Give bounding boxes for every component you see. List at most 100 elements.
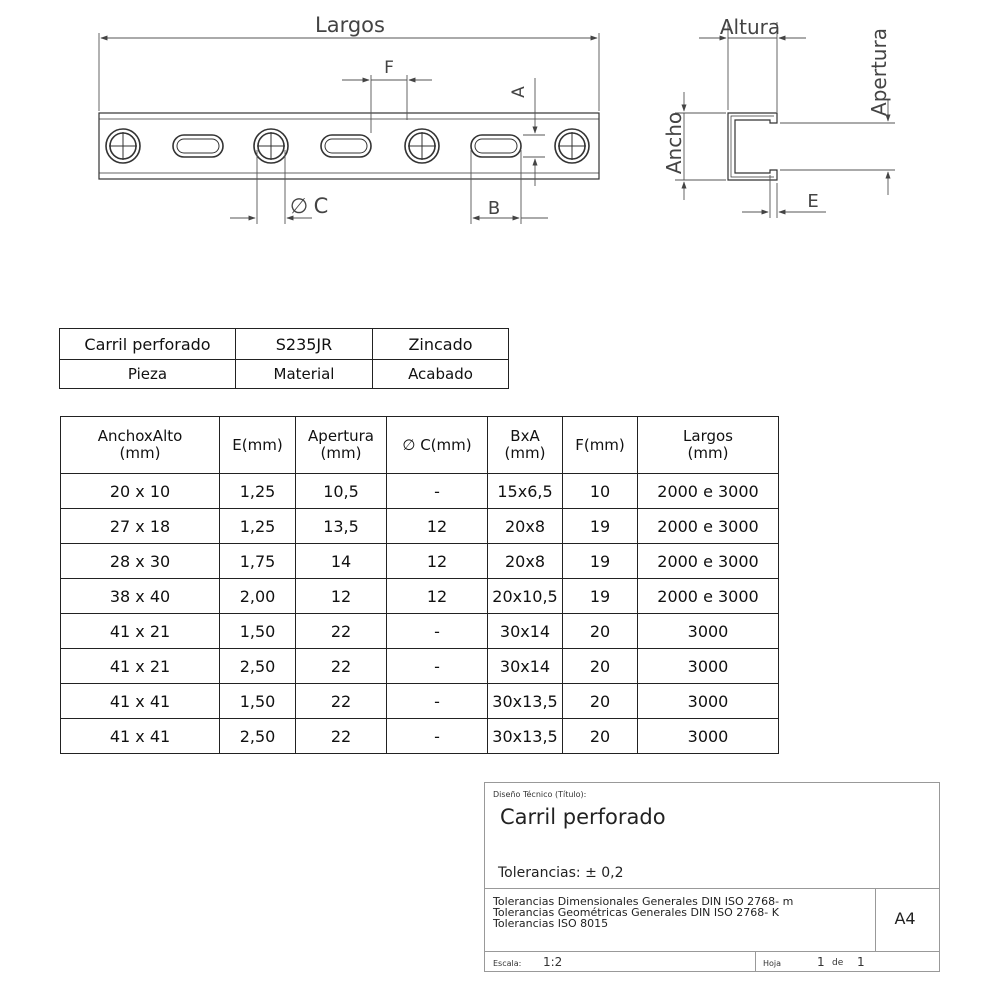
table-row: 41 x 21 2,50 22 - 30x14 20 3000 — [60, 648, 779, 684]
dim-altura: Altura — [720, 15, 780, 39]
piece-info-table: Carril perforado S235JR Zincado Pieza Ma… — [59, 328, 509, 389]
cell-f: 20 — [562, 718, 638, 754]
header-bxa: BxA(mm) — [487, 416, 563, 474]
cell-largos: 2000 e 3000 — [637, 473, 779, 509]
table-row: 38 x 40 2,00 12 12 20x10,5 19 2000 e 300… — [60, 578, 779, 614]
cell-f: 20 — [562, 683, 638, 719]
slot-hole — [172, 134, 224, 158]
front-dimensions — [98, 33, 600, 224]
title-label: Diseño Técnico (Título): — [493, 790, 587, 799]
header-e: E(mm) — [219, 416, 296, 474]
slot-hole — [470, 134, 522, 158]
finish-label: Acabado — [372, 359, 509, 389]
dim-b: B — [488, 198, 500, 219]
cell-anchoxalto: 20 x 10 — [60, 473, 220, 509]
specs-table: AnchoxAlto(mm) E(mm) Apertura(mm) ∅ C(mm… — [60, 416, 779, 754]
cell-apertura: 22 — [295, 648, 387, 684]
cell-largos: 3000 — [637, 613, 779, 649]
dim-e: E — [807, 191, 818, 212]
standard-line: Tolerancias ISO 8015 — [493, 917, 609, 930]
cell-largos: 3000 — [637, 648, 779, 684]
round-hole — [253, 128, 289, 164]
section-dimensions — [675, 22, 895, 218]
cell-anchoxalto: 41 x 41 — [60, 683, 220, 719]
cell-largos: 3000 — [637, 683, 779, 719]
cell-anchoxalto: 41 x 41 — [60, 718, 220, 754]
cell-e: 1,50 — [219, 613, 296, 649]
cell-f: 20 — [562, 613, 638, 649]
piece-label: Pieza — [59, 359, 236, 389]
header-anchoxalto: AnchoxAlto(mm) — [60, 416, 220, 474]
cell-e: 2,50 — [219, 718, 296, 754]
standard-line: Tolerancias Geométricas Generales DIN IS… — [493, 906, 779, 919]
cell-largos: 2000 e 3000 — [637, 508, 779, 544]
cell-f: 19 — [562, 508, 638, 544]
dim-f: F — [384, 58, 394, 78]
dim-ancho: Ancho — [662, 112, 686, 174]
slot-hole — [320, 134, 372, 158]
dim-largos: Largos — [315, 13, 385, 37]
cell-largos: 2000 e 3000 — [637, 578, 779, 614]
cell-bxa: 15x6,5 — [487, 473, 563, 509]
front-view — [98, 112, 600, 180]
dim-apertura: Apertura — [867, 28, 891, 116]
cell-e: 1,75 — [219, 543, 296, 579]
cell-apertura: 10,5 — [295, 473, 387, 509]
cell-bxa: 30x14 — [487, 613, 563, 649]
cell-diametro-c: - — [386, 613, 488, 649]
cell-anchoxalto: 41 x 21 — [60, 613, 220, 649]
scale-value: 1:2 — [543, 955, 563, 969]
cell-e: 1,25 — [219, 473, 296, 509]
table-row: 41 x 21 1,50 22 - 30x14 20 3000 — [60, 613, 779, 649]
cell-apertura: 13,5 — [295, 508, 387, 544]
cell-bxa: 20x10,5 — [487, 578, 563, 614]
cell-f: 10 — [562, 473, 638, 509]
header-largos: Largos(mm) — [637, 416, 779, 474]
cell-largos: 3000 — [637, 718, 779, 754]
cell-diametro-c: - — [386, 648, 488, 684]
cell-diametro-c: 12 — [386, 508, 488, 544]
cell-anchoxalto: 41 x 21 — [60, 648, 220, 684]
title-block: Diseño Técnico (Título): Carril perforad… — [484, 782, 940, 972]
cell-bxa: 20x8 — [487, 543, 563, 579]
cell-f: 19 — [562, 578, 638, 614]
sheet-number: 1 — [817, 955, 825, 969]
cell-diametro-c: 12 — [386, 543, 488, 579]
cell-apertura: 22 — [295, 718, 387, 754]
cell-anchoxalto: 38 x 40 — [60, 578, 220, 614]
cell-apertura: 22 — [295, 613, 387, 649]
header-f: F(mm) — [562, 416, 638, 474]
sheet-of: de — [832, 958, 844, 968]
finish-value: Zincado — [372, 328, 509, 360]
technical-drawing: Largos F A ∅ C B Altura Apertura Ancho E — [98, 13, 895, 224]
cell-e: 2,50 — [219, 648, 296, 684]
cell-apertura: 14 — [295, 543, 387, 579]
cell-diametro-c: 12 — [386, 578, 488, 614]
scale-label: Escala: — [493, 959, 522, 968]
round-hole — [554, 128, 590, 164]
tolerance-text: Tolerancias: ± 0,2 — [498, 865, 624, 881]
cell-f: 20 — [562, 648, 638, 684]
cell-anchoxalto: 28 x 30 — [60, 543, 220, 579]
cell-bxa: 30x14 — [487, 648, 563, 684]
standard-line: Tolerancias Dimensionales Generales DIN … — [493, 895, 794, 908]
rail-outline — [98, 112, 600, 180]
table-row: 20 x 10 1,25 10,5 - 15x6,5 10 2000 e 300… — [60, 473, 779, 509]
table-row: 41 x 41 2,50 22 - 30x13,5 20 3000 — [60, 718, 779, 754]
cell-e: 2,00 — [219, 578, 296, 614]
cell-largos: 2000 e 3000 — [637, 543, 779, 579]
material-value: S235JR — [235, 328, 373, 360]
cell-apertura: 12 — [295, 578, 387, 614]
dim-c: C — [314, 194, 329, 218]
drawing-title: Carril perforado — [500, 805, 666, 829]
tolerance-standards: Tolerancias Dimensionales Generales DIN … — [493, 896, 793, 929]
table-row: 41 x 41 1,50 22 - 30x13,5 20 3000 — [60, 683, 779, 719]
sheet-total: 1 — [857, 955, 865, 969]
cell-apertura: 22 — [295, 683, 387, 719]
cell-e: 1,25 — [219, 508, 296, 544]
dim-a: A — [509, 86, 529, 98]
sheet-label: Hoja — [763, 959, 782, 968]
section-view — [727, 112, 778, 181]
header-diametro-c: ∅ C(mm) — [386, 416, 488, 474]
specs-header-row: AnchoxAlto(mm) E(mm) Apertura(mm) ∅ C(mm… — [60, 416, 779, 474]
